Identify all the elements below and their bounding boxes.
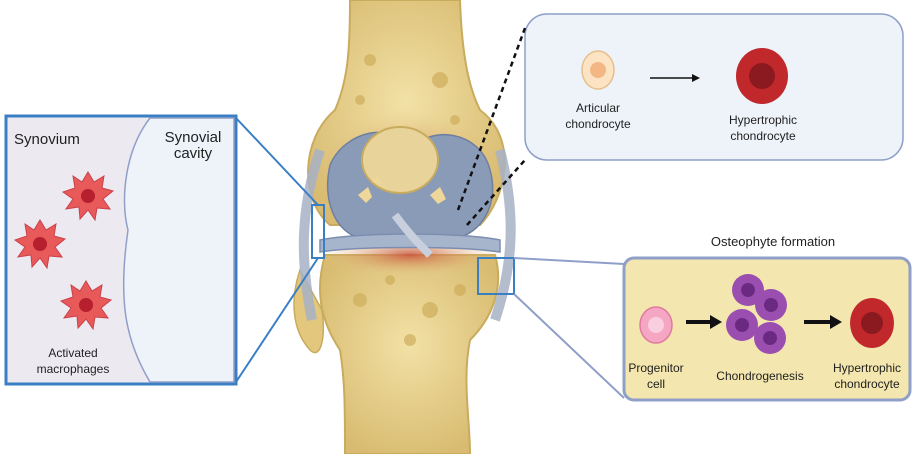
hypertrophic-chondrocyte-cell (736, 48, 788, 104)
progenitor-cell (640, 307, 672, 343)
articular-chondrocyte-cell (582, 51, 614, 89)
tibia (320, 255, 498, 454)
zoom-line (514, 294, 624, 398)
zoom-line (514, 258, 624, 264)
synovium-label: Synovium (14, 132, 80, 148)
chondrogenesis-label: Chondrogenesis (708, 368, 812, 384)
osteophyte-hypertrophic-label: Hypertrophic chondrocyte (822, 360, 912, 392)
synovial-cavity-label: Synovial cavity (154, 130, 232, 162)
hypertrophic-chondrocyte-label: Hypertrophic chondrocyte (706, 112, 820, 144)
knee-joint (294, 0, 511, 454)
osteophyte-formation-title: Osteophyte formation (688, 234, 858, 250)
hypertrophic-chondrocyte-cell (850, 298, 894, 348)
activated-macrophages-label: Activated macrophages (18, 345, 128, 377)
articular-chondrocyte-label: Articular chondrocyte (548, 100, 648, 132)
progenitor-cell-label: Progenitor cell (622, 360, 690, 392)
patella (362, 127, 438, 193)
zoom-line (236, 118, 318, 205)
